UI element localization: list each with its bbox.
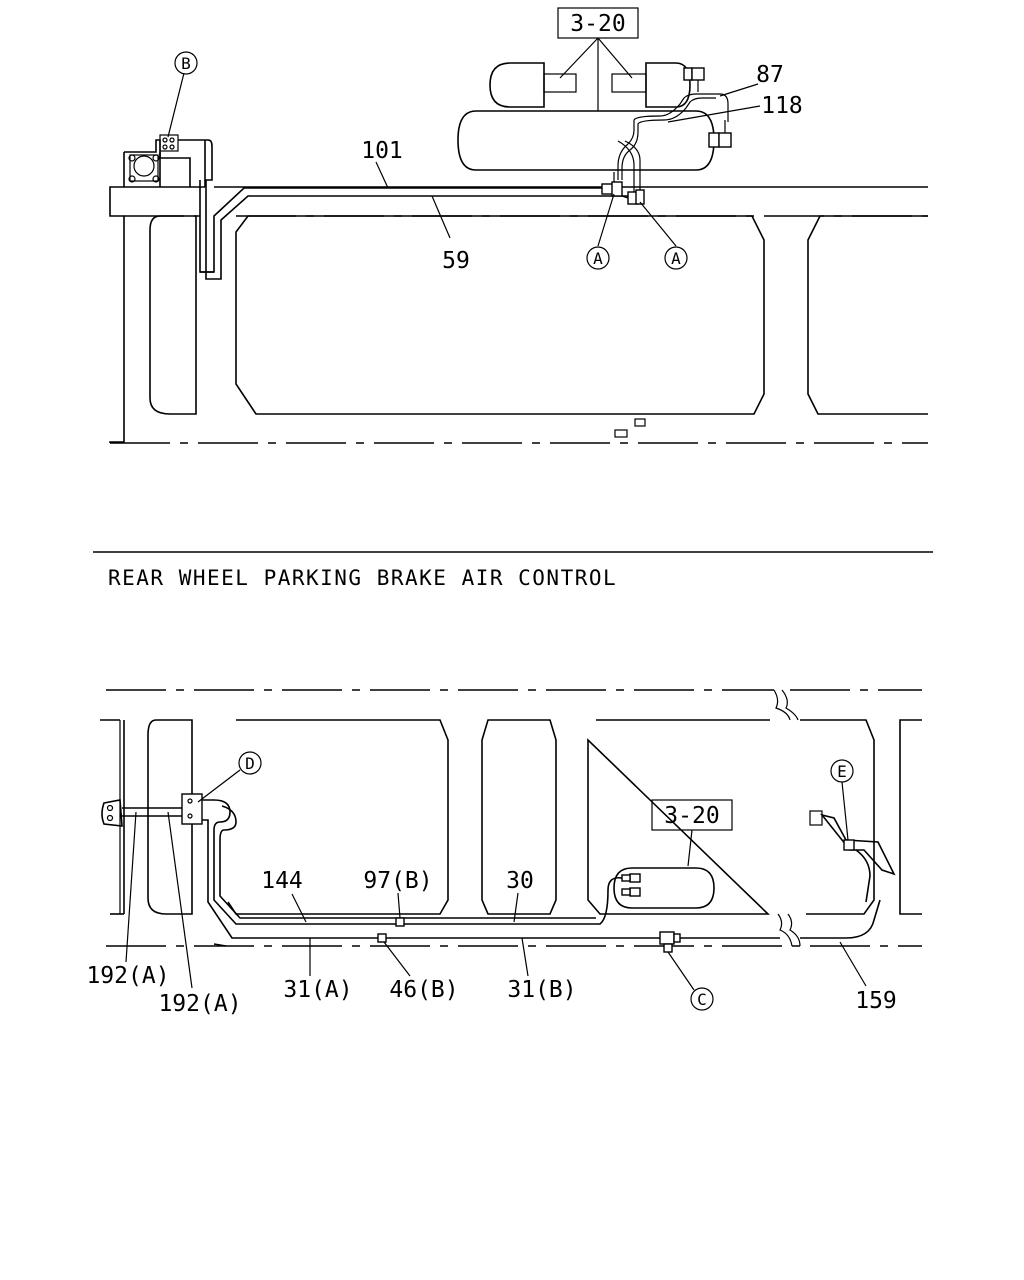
reference-label-3-20-bottom: 3-20 <box>664 803 719 829</box>
part-label-118: 118 <box>761 93 803 119</box>
part-label-30: 30 <box>506 868 534 894</box>
callout-e: E <box>830 759 854 783</box>
reference-box-top: 3-20 <box>557 7 639 111</box>
part-label-31b: 31(B) <box>507 977 576 1003</box>
part-label-159: 159 <box>855 988 897 1014</box>
air-tank-lower <box>457 110 732 171</box>
bottom-frame <box>100 689 922 947</box>
air-tank-upper <box>489 62 705 108</box>
leaders-bottom <box>125 769 867 991</box>
bracket-left-bottom <box>101 793 881 947</box>
callout-a-right: A <box>664 246 688 270</box>
reference-label-3-20: 3-20 <box>570 11 625 37</box>
pipe-101-59 <box>199 180 630 280</box>
leaders-top <box>167 72 761 247</box>
fittings-bottom <box>377 917 681 953</box>
svg-text:A: A <box>671 249 681 268</box>
part-label-59: 59 <box>442 248 470 274</box>
part-label-87: 87 <box>756 62 784 88</box>
part-label-101: 101 <box>361 138 403 164</box>
relay-valve-bracket <box>123 134 213 187</box>
callout-d: D <box>238 751 262 775</box>
part-label-97b: 97(B) <box>363 868 432 894</box>
part-label-31a: 31(A) <box>283 977 352 1003</box>
part-label-144: 144 <box>261 868 303 894</box>
tank-connector-lines <box>613 93 729 193</box>
tee-fittings-top <box>601 181 645 205</box>
part-label-46b: 46(B) <box>389 977 458 1003</box>
svg-text:D: D <box>245 754 255 773</box>
reference-box-bottom: 3-20 <box>651 799 733 867</box>
svg-text:A: A <box>593 249 603 268</box>
callout-a-left: A <box>586 246 610 270</box>
svg-text:C: C <box>697 990 707 1009</box>
svg-text:B: B <box>181 54 191 73</box>
svg-text:E: E <box>837 762 847 781</box>
top-frame <box>109 186 928 444</box>
part-label-192a-2: 192(A) <box>158 991 241 1017</box>
part-label-192a-1: 192(A) <box>86 963 169 989</box>
air-tank-bottom <box>613 867 715 909</box>
callout-c: C <box>690 987 714 1011</box>
bracket-right-e <box>809 810 896 903</box>
callout-b: B <box>174 51 198 75</box>
section-title: REAR WHEEL PARKING BRAKE AIR CONTROL <box>108 566 617 590</box>
